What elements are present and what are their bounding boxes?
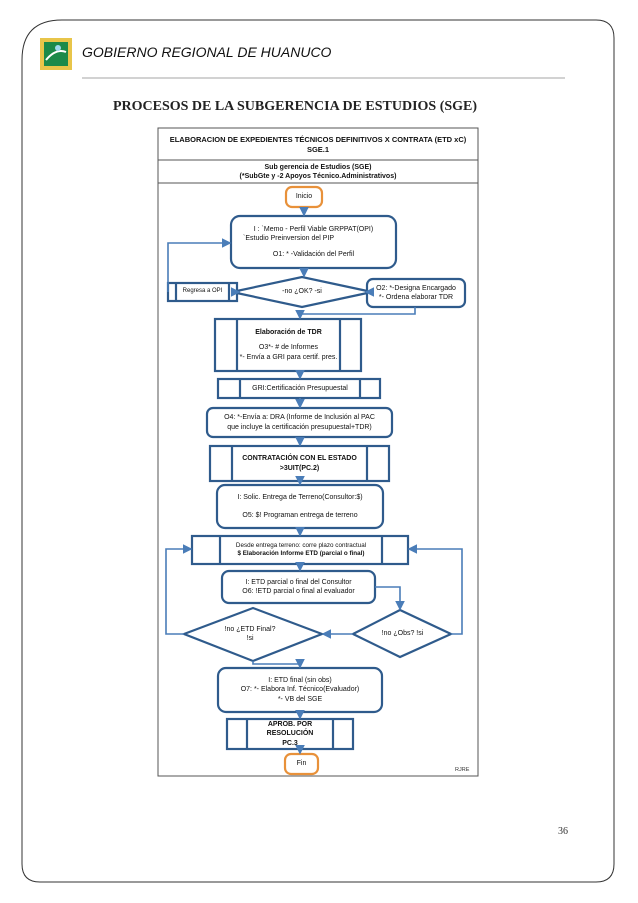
step-tdr: Elaboración de TDR O3*- # de Informes *-… [237, 319, 340, 371]
step-text: O4: *-Envía a: DRA (Informe de Inclusión… [224, 414, 375, 422]
gobierno-regional-huanuco-logo [40, 38, 72, 70]
title-line: ELABORACION DE EXPEDIENTES TÉCNICOS DEFI… [169, 134, 467, 144]
step-text: que incluye la certificación presupuesta… [227, 423, 372, 431]
step-etd-final: I: ETD final (sin obs) O7: *- Elabora In… [218, 668, 382, 712]
step-etd-parcial: I: ETD parcial o final del Consultor O6:… [222, 571, 375, 603]
step-solic: I: Solic. Entrega de Terreno(Consultor:$… [217, 485, 383, 528]
step-title: Elaboración de TDR [255, 329, 322, 337]
title-code: SGE.1 [306, 144, 330, 154]
step-title: CONTRATACIÓN CON EL ESTADO [242, 455, 357, 463]
organization-name: GOBIERNO REGIONAL DE HUANUCO [82, 44, 332, 60]
step-text: O7: *- Elabora Inf. Técnico(Evaluador) [240, 686, 360, 694]
step-text: I: ETD final (sin obs) [268, 677, 332, 685]
decision-text: !no ¿ETD Final? [224, 625, 276, 633]
step-title: >3UIT(PC.2) [279, 464, 320, 472]
step-text: Desde entrega terreno: corre plazo contr… [235, 541, 367, 549]
author-initials: RJRE [455, 767, 470, 773]
step-text: O6: !ETD parcial o final al evaluador [242, 588, 355, 595]
table-unit: Sub gerencia de Estudios (SGE) (*SubGte … [158, 161, 478, 183]
page-number: 36 [558, 826, 568, 837]
unit-staff: (*SubGte y -2 Apoyos Técnico.Administrat… [239, 173, 397, 180]
step-title: APROB. POR RESOLUCIÓN [266, 721, 314, 738]
step-title: PC.3 [282, 739, 298, 747]
decision-ok: -no ¿OK? -si [282, 288, 322, 296]
table-title: ELABORACION DE EXPEDIENTES TÉCNICOS DEFI… [158, 130, 478, 159]
page-heading: PROCESOS DE LA SUBGERENCIA DE ESTUDIOS (… [112, 99, 478, 114]
step-text: I: Solic. Entrega de Terreno(Consultor:$… [237, 494, 363, 502]
step-text: O5: $! Programan entrega de terreno [242, 511, 358, 519]
step-text: O1: * -Validación del Perfil [272, 250, 355, 258]
step-title: $ Elaboración Informe ETD (parcial o fin… [237, 550, 365, 557]
step-text: *- Envía a GRI para certif. pres. [239, 353, 338, 361]
step-1: I : `Memo - Perfil Viable GRPPAT(OPI) `E… [231, 216, 396, 268]
step-text: `Estudio Preinversion del PIP [243, 235, 335, 243]
decision-text: !si [246, 635, 254, 642]
decision-obs: !no ¿Obs? !si [381, 630, 424, 638]
step-o2: O2: *-Designa Encargado *- Ordena elabor… [367, 279, 465, 307]
end-terminal: Fin [296, 760, 307, 768]
step-text: *- Ordena elaborar TDR [378, 294, 454, 301]
step-contratacion: CONTRATACIÓN CON EL ESTADO >3UIT(PC.2) [232, 446, 367, 481]
step-text: I: ETD parcial o final del Consultor [245, 578, 352, 586]
step-gri: GRI:Certificación Presupuestal [252, 384, 348, 392]
start-terminal: Inicio [295, 193, 313, 201]
step-text: *- VB del SGE [277, 695, 323, 703]
step-text: O2: *-Designa Encargado [376, 284, 456, 292]
unit-name: Sub gerencia de Estudios (SGE) [264, 163, 372, 171]
step-aprob: APROB. POR RESOLUCIÓN PC.3 [247, 719, 333, 749]
step-desde: Desde entrega terreno: corre plazo contr… [220, 536, 382, 564]
step-text: I : `Memo - Perfil Viable GRPPAT(OPI) [253, 225, 374, 233]
return-opi: Regresa a OPI [182, 288, 223, 295]
decision-etd-final: !no ¿ETD Final? !si [205, 620, 295, 648]
step-o4: O4: *-Envía a: DRA (Informe de Inclusión… [207, 408, 392, 437]
page-frame [21, 19, 615, 883]
step-text: O3*- # de Informes [258, 344, 319, 352]
process-table [157, 127, 479, 777]
